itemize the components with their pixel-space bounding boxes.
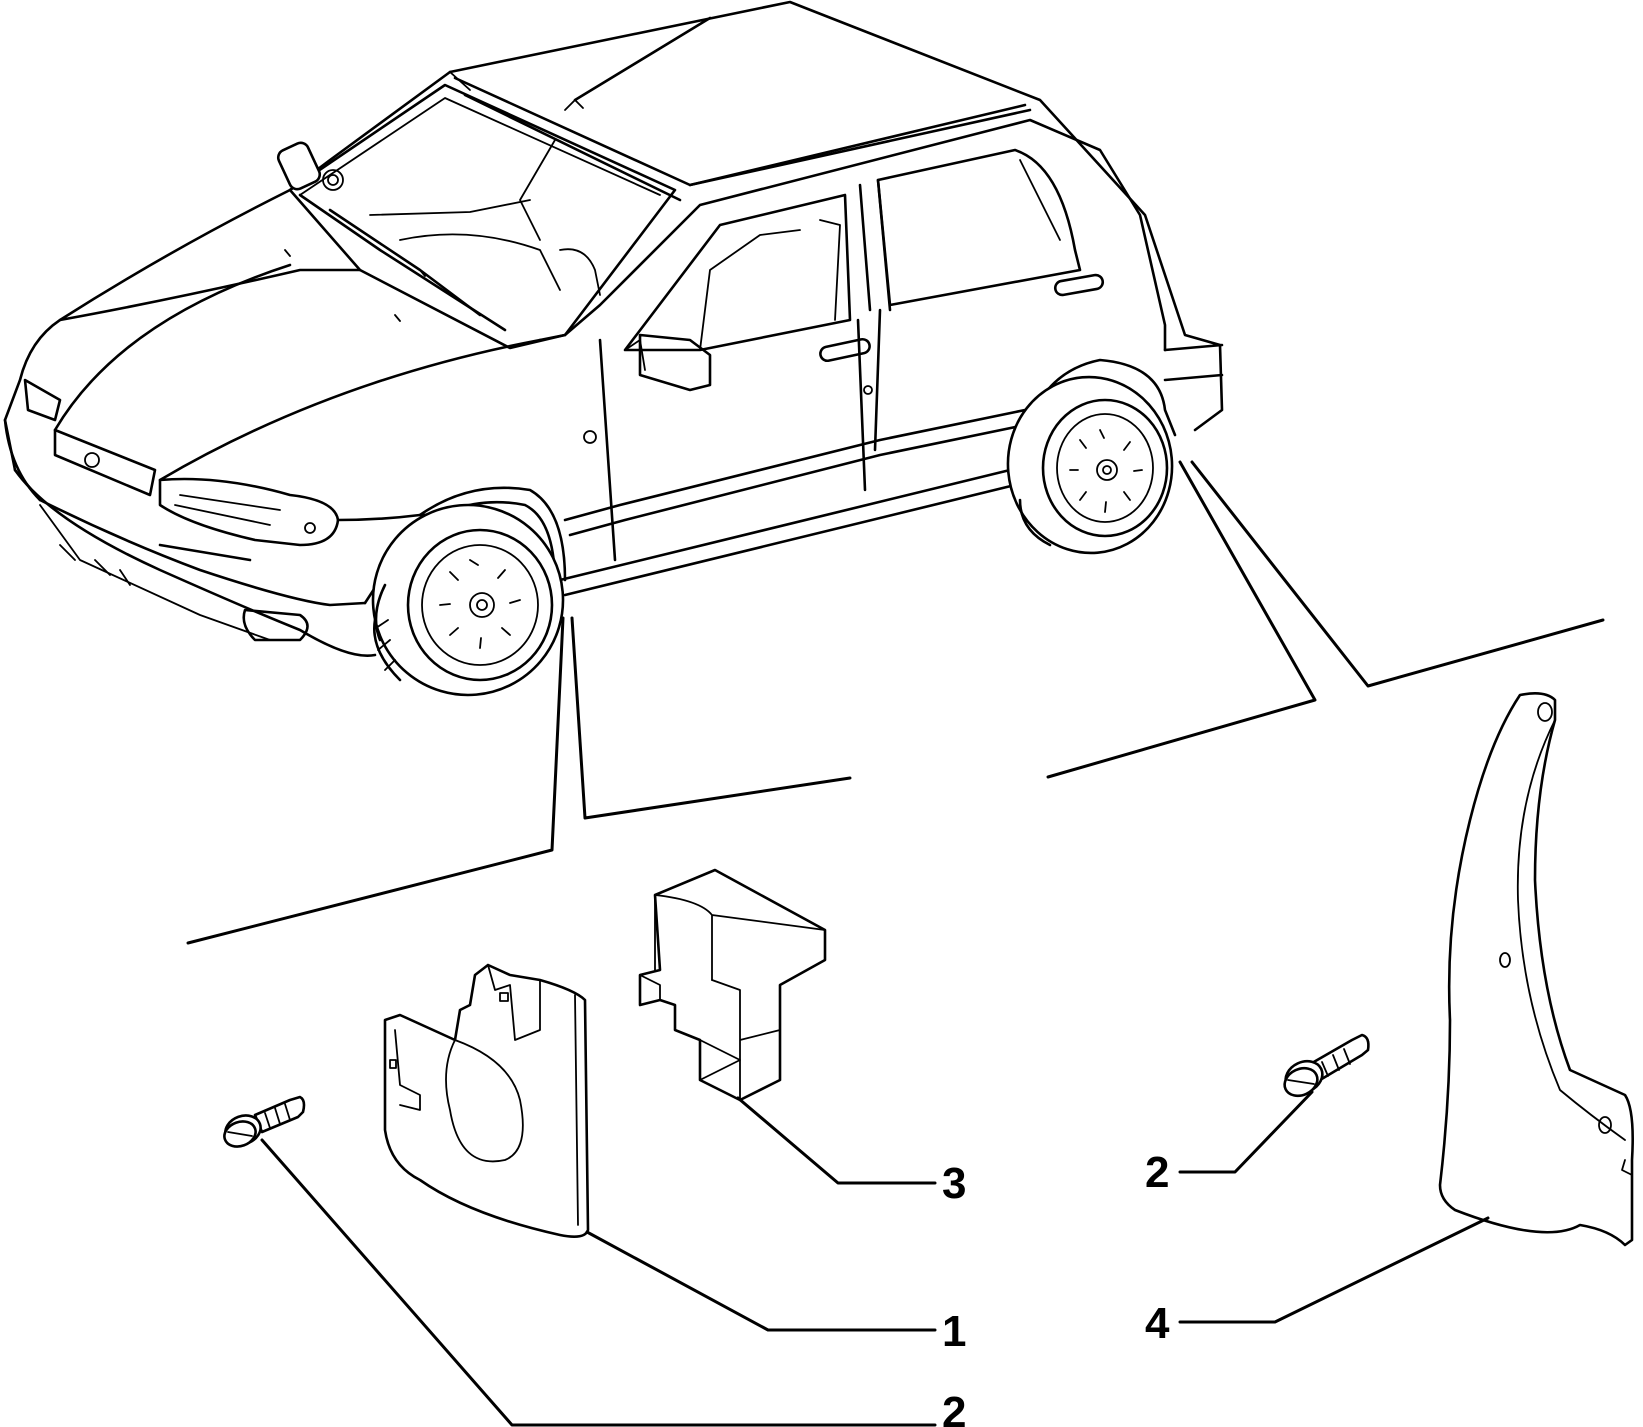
callout-front-screw-number: 2 — [942, 1388, 966, 1427]
screw-front-part — [223, 1095, 306, 1148]
rear-arch-reference-leader — [1046, 460, 1605, 779]
callout-leader-front-screw — [260, 1138, 937, 1427]
front-wheel — [371, 503, 565, 697]
bracket-part — [638, 868, 827, 1102]
callout-leader-bracket — [736, 1096, 937, 1185]
rear-wheel — [1006, 375, 1174, 555]
callout-rear-mudflap-number: 4 — [1145, 1299, 1170, 1348]
front-arch-reference-leader — [186, 616, 852, 945]
callout-rear-screw-number: 2 — [1145, 1148, 1169, 1197]
callout-leader-rear-screw — [1178, 1090, 1314, 1174]
screw-rear-part — [1283, 1033, 1370, 1098]
callout-leader-rear-mudflap — [1178, 1216, 1490, 1324]
callout-front-mudflap-number: 1 — [942, 1307, 966, 1356]
front-mudflap-part — [383, 963, 590, 1238]
car-illustration — [3, 0, 1224, 697]
callout-leader-front-mudflap — [585, 1230, 937, 1332]
callout-bracket-number: 3 — [942, 1159, 966, 1208]
rear-mudflap-part — [1438, 692, 1634, 1247]
